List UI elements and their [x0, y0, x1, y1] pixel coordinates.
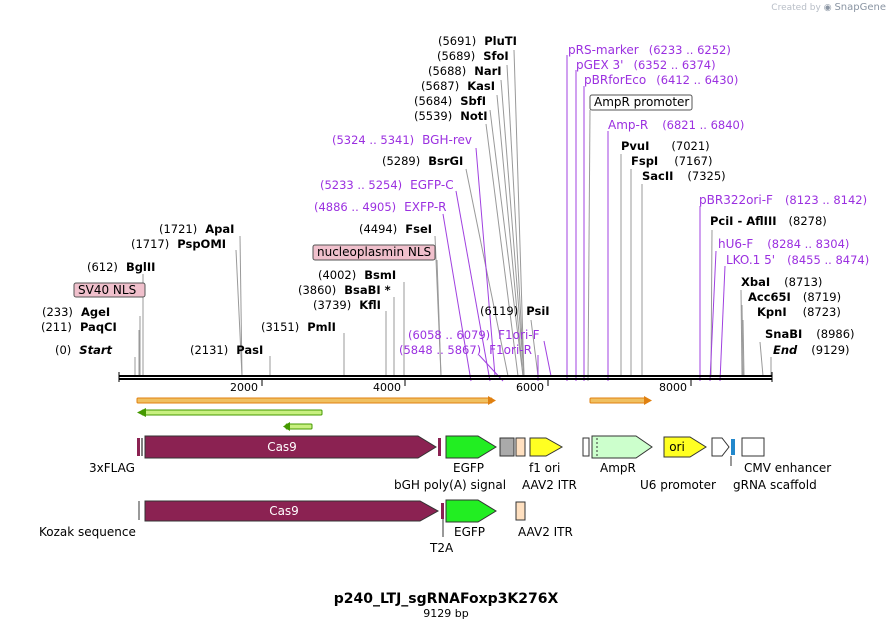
label-cmv-enhancer: CMV enhancer [744, 461, 831, 475]
primer-prs-marker: pRS-marker(6233 .. 6252) [568, 43, 731, 57]
label-kozak: Kozak sequence [39, 525, 136, 539]
ori-label: ori [669, 440, 685, 454]
site-agei: (233)AgeI [42, 305, 110, 319]
snapgene-name: SnapGene [834, 2, 886, 13]
3xflag-feature [137, 438, 140, 456]
cas9-feature-2 [144, 500, 440, 522]
label-aav2-itr-1: AAV2 ITR [522, 478, 577, 492]
primer-pbrforeco: pBRforEco(6412 .. 6430) [584, 73, 738, 87]
site-bglii: (612)BglII [87, 260, 155, 274]
site-pasi: (2131)PasI [190, 343, 263, 357]
created-by-text: Created by [771, 3, 821, 13]
site-bsmi: (4002)BsmI [318, 268, 396, 282]
site-pluti: (5691)PluTI [438, 34, 517, 48]
site-acc65i: Acc65I(8719) [748, 290, 841, 304]
f1-ori-feature [529, 437, 564, 457]
label-grna-scaffold: gRNA scaffold [733, 478, 817, 492]
site-pvui: PvuI(7021) [621, 139, 710, 153]
boxed-features: SV40 NLS nucleoplasmin NLS AmpR promoter [73, 94, 693, 298]
label-egfp-2: EGFP [454, 525, 485, 539]
ruler: 2000 4000 6000 8000 [230, 380, 692, 394]
enzyme-leader-lines [134, 49, 772, 377]
feature-row-1: Cas9 ori [137, 435, 765, 466]
primer-bgh-rev: (5324 .. 5341)BGH-rev [332, 133, 472, 147]
primer-egfp-c: (5233 .. 5254)EGFP-C [320, 178, 454, 192]
cas9-feature [144, 435, 437, 459]
site-nari: (5688)NarI [428, 64, 502, 78]
label-f1-ori: f1 ori [529, 461, 560, 475]
plasmid-size: 9129 bp [423, 607, 468, 620]
orf-arrows [136, 396, 652, 431]
feature-row-1-labels: 3xFLAG EGFP bGH poly(A) signal f1 ori AA… [89, 461, 831, 492]
ruler-tick-2000: 2000 [230, 381, 258, 394]
ampr-feature [591, 435, 653, 459]
label-egfp-1: EGFP [453, 461, 484, 475]
site-apai: (1721)ApaI [159, 222, 234, 236]
primer-exfp-r: (4886 .. 4905)EXFP-R [314, 200, 447, 214]
plasmid-name: p240_LTJ_sgRNAFoxp3K276X [334, 591, 559, 607]
primer-labels: (5324 .. 5341)BGH-rev (5233 .. 5254)EGFP… [314, 43, 869, 357]
site-kpni: KpnI(8723) [757, 305, 841, 319]
backbone [118, 372, 773, 382]
ruler-tick-6000: 6000 [516, 381, 544, 394]
primer-pbr322ori-f: pBR322ori-F(8123 .. 8142) [699, 193, 867, 207]
site-snabi: SnaBI(8986) [765, 327, 855, 341]
bgh-polya-feature [499, 437, 515, 457]
site-noti: (5539)NotI [414, 109, 488, 123]
label-u6-promoter: U6 promoter [640, 478, 716, 492]
cas9-label: Cas9 [267, 440, 297, 454]
site-bsrgi: (5289)BsrGI [382, 154, 463, 168]
primer-leader-lines [442, 55, 726, 382]
ruler-tick-4000: 4000 [373, 381, 401, 394]
site-sacii: SacII(7325) [642, 169, 726, 183]
primer-f1ori-f: (6058 .. 6079)F1ori-F [408, 328, 540, 342]
ruler-tick-8000: 8000 [659, 381, 687, 394]
sv40-nls-label: SV40 NLS [78, 283, 136, 297]
site-sfoi: (5689)SfoI [437, 49, 509, 63]
ori-feature [663, 436, 707, 458]
boxed-feature-leaders [142, 109, 591, 382]
site-kfli: (3739)KflI [313, 298, 381, 312]
site-pcii-afliii: PciI - AflIII(8278) [710, 214, 827, 228]
feature-row-2: Cas9 [138, 499, 526, 537]
site-paqci: (211)PaqCI [41, 320, 117, 334]
site-pspomi: (1717)PspOMI [131, 237, 226, 251]
nucleoplasmin-nls-label: nucleoplasmin NLS [317, 245, 431, 259]
label-aav2-itr-2: AAV2 ITR [518, 525, 573, 539]
label-t2a: T2A [429, 541, 454, 555]
snapgene-logo-icon: ◉ [823, 3, 832, 13]
snapgene-branding: Created by ◉ SnapGene [771, 2, 886, 13]
site-fsei: (4494)FseI [359, 222, 432, 236]
aav2-itr-feature-2 [515, 501, 526, 521]
primer-pgex-3: pGEX 3'(6352 .. 6374) [576, 58, 716, 72]
primer-hu6-f: hU6-F(8284 .. 8304) [718, 237, 849, 251]
site-sbfi: (5684)SbfI [414, 94, 486, 108]
label-3xflag: 3xFLAG [89, 461, 135, 475]
site-fspi: FspI(7167) [631, 154, 712, 168]
site-pmli: (3151)PmlI [261, 320, 336, 334]
enzyme-labels: (0)Start (211)PaqCI (233)AgeI (612)BglII… [41, 34, 855, 357]
feature-row-2-labels: Kozak sequence EGFP T2A AAV2 ITR [39, 525, 573, 555]
site-bsabi: (3860)BsaBI * [298, 283, 391, 297]
label-ampr: AmpR [600, 461, 636, 475]
egfp-feature-2 [445, 499, 497, 523]
site-start: (0)Start [55, 343, 113, 357]
primer-lko1-5: LKO.1 5'(8455 .. 8474) [726, 253, 869, 267]
cas9-label-2: Cas9 [269, 504, 299, 518]
aav2-itr-feature [515, 437, 526, 457]
primer-amp-r: Amp-R(6821 .. 6840) [608, 118, 744, 132]
egfp-feature [445, 435, 497, 459]
u6-promoter-feature [711, 437, 730, 457]
site-kasi: (5687)KasI [421, 79, 495, 93]
grna-scaffold-feature [731, 439, 735, 455]
site-xbai: XbaI(8713) [741, 275, 822, 289]
label-bgh-polya: bGH poly(A) signal [394, 478, 506, 492]
ampr-promoter-label: AmpR promoter [594, 95, 689, 109]
cmv-enhancer-feature [741, 437, 765, 457]
site-psii: (6119)PsiI [480, 304, 550, 318]
primer-f1ori-r: (5848 .. 5867)F1ori-R [399, 343, 532, 357]
site-end: End(9129) [773, 343, 850, 357]
